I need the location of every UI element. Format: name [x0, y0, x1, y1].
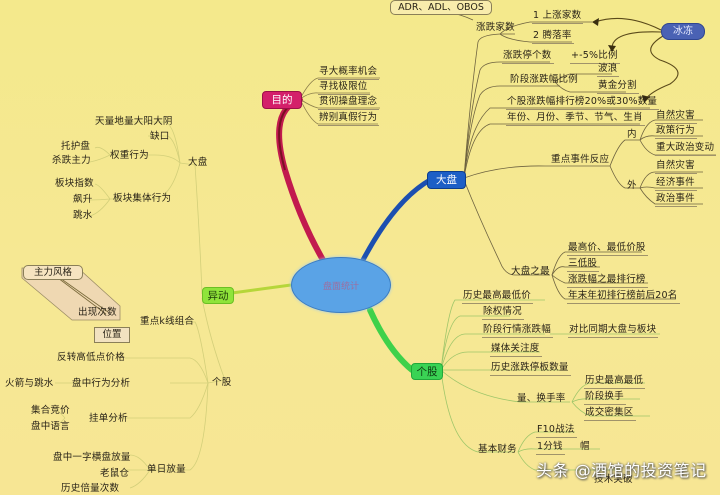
- dapan-item[interactable]: 1 上涨家数: [532, 10, 584, 24]
- gegu-item[interactable]: 历史最高最低价: [462, 290, 533, 304]
- gegu-item[interactable]: 媒体关注度: [490, 343, 542, 357]
- dapan-item[interactable]: 最高价、最低价股: [567, 242, 648, 256]
- dapan-item[interactable]: 年末年初排行榜前后20名: [567, 290, 680, 304]
- gegu-item[interactable]: 阶段行情涨跌幅: [482, 324, 553, 338]
- yidong-item[interactable]: 缺口: [150, 131, 170, 142]
- gegu-item[interactable]: 量、换手率: [517, 393, 566, 404]
- yidong-item[interactable]: 杀跌主力: [52, 155, 91, 166]
- purpose-item[interactable]: 寻找极限位: [318, 81, 370, 95]
- dapan-events[interactable]: 重点事件反应: [551, 154, 610, 165]
- yidong-gegu[interactable]: 个股: [212, 377, 232, 388]
- purpose-item[interactable]: 辨别真假行为: [318, 112, 380, 126]
- yidong-item[interactable]: 托护盘: [61, 141, 91, 152]
- dapan-zhizui[interactable]: 大盘之最: [511, 266, 550, 277]
- yidong-item[interactable]: 集合竞价: [31, 405, 70, 416]
- central-topic[interactable]: 盘面统计: [291, 257, 391, 313]
- gegu-item[interactable]: 1分钱: [536, 441, 565, 455]
- purpose-item[interactable]: 贯彻操盘理念: [318, 96, 380, 110]
- yidong-item[interactable]: 权重行为: [110, 150, 149, 161]
- branch-gegu[interactable]: 个股: [411, 363, 443, 380]
- yidong-item[interactable]: 盘中一字横盘放量: [53, 452, 131, 463]
- watermark: 头条 @酒馆的投资笔记: [536, 461, 707, 480]
- yidong-item[interactable]: 板块指数: [55, 178, 94, 189]
- gegu-item[interactable]: 阶段换手: [584, 391, 626, 405]
- gegu-item[interactable]: 基本财务: [478, 444, 517, 455]
- dapan-item[interactable]: +-5%比例: [570, 50, 620, 64]
- dapan-zhangdie-jiashu[interactable]: 涨跌家数: [476, 22, 515, 33]
- purpose-item[interactable]: 寻大概率机会: [318, 66, 380, 80]
- gegu-item[interactable]: 历史涨跌停板数量: [490, 362, 571, 376]
- dapan-item[interactable]: 自然灾害: [655, 160, 697, 174]
- yidong-item[interactable]: 飙升: [73, 194, 93, 205]
- adr-adl-obos-box[interactable]: ADR、ADL、OBOS: [390, 0, 492, 15]
- bingdong-callout[interactable]: 冰冻: [661, 23, 705, 40]
- central-topic-label: 盘面统计: [322, 281, 359, 292]
- yidong-item[interactable]: 盘中语言: [31, 421, 70, 432]
- yidong-item[interactable]: 出现次数: [78, 307, 117, 318]
- yidong-item[interactable]: 挂单分析: [89, 413, 128, 424]
- dapan-item[interactable]: 政策行为: [655, 125, 697, 139]
- branch-yidong[interactable]: 异动: [202, 287, 234, 304]
- yidong-item[interactable]: 火箭与跳水: [5, 378, 54, 389]
- yidong-item[interactable]: 历史倍量次数: [61, 483, 120, 494]
- dapan-item[interactable]: 三低股: [567, 258, 600, 272]
- bingdong-label: 冰冻: [673, 25, 693, 37]
- dapan-item[interactable]: 黄金分割: [597, 80, 639, 94]
- dapan-item[interactable]: 经济事件: [655, 177, 697, 191]
- gegu-item[interactable]: 帽: [580, 441, 590, 452]
- dapan-item[interactable]: 重大政治变动: [655, 142, 717, 156]
- dapan-item[interactable]: 自然灾害: [655, 110, 697, 124]
- yidong-item[interactable]: 反转高低点价格: [57, 352, 125, 363]
- yidong-item[interactable]: 老鼠仓: [100, 468, 130, 479]
- dapan-item[interactable]: 涨跌幅之最排行榜: [567, 274, 648, 288]
- dapan-item[interactable]: 2 腾落率: [532, 30, 574, 44]
- yidong-item[interactable]: 天量地量大阳大阴: [95, 116, 173, 127]
- yidong-item[interactable]: 重点k线组合: [140, 316, 195, 327]
- yidong-item[interactable]: 跳水: [73, 210, 93, 221]
- zhuli-style-box[interactable]: 主力风格: [23, 265, 83, 280]
- dapan-jieduan[interactable]: 阶段涨跌幅比例: [510, 74, 578, 85]
- branch-dapan[interactable]: 大盘: [427, 171, 466, 189]
- branch-dapan-label: 大盘: [436, 174, 457, 186]
- gegu-item[interactable]: 对比同期大盘与板块: [568, 324, 659, 338]
- dapan-nianfen[interactable]: 年份、月份、季节、节气、生肖: [506, 112, 645, 126]
- position-box[interactable]: 位置: [94, 327, 130, 343]
- dapan-paihang[interactable]: 个股涨跌幅排行榜20%或30%数量: [506, 96, 660, 110]
- dapan-item[interactable]: 波浪: [597, 63, 620, 77]
- dapan-zhangdieting[interactable]: 涨跌停个数: [502, 50, 554, 64]
- gegu-item[interactable]: 成交密集区: [584, 407, 636, 421]
- branch-yidong-label: 异动: [207, 289, 229, 302]
- events-inner[interactable]: 内: [627, 129, 637, 140]
- dapan-item[interactable]: 政治事件: [655, 193, 697, 207]
- yidong-item[interactable]: 单日放量: [147, 464, 186, 475]
- branch-gegu-label: 个股: [416, 365, 438, 378]
- gegu-item[interactable]: F10战法: [536, 424, 577, 438]
- events-outer[interactable]: 外: [627, 180, 637, 191]
- branch-purpose[interactable]: 目的: [262, 91, 302, 109]
- yidong-item[interactable]: 板块集体行为: [113, 193, 172, 204]
- yidong-item[interactable]: 盘中行为分析: [72, 378, 131, 389]
- gegu-item[interactable]: 技术突破: [594, 474, 633, 485]
- callout-bundle: [21, 267, 121, 321]
- branch-purpose-label: 目的: [271, 94, 293, 106]
- gegu-item[interactable]: 历史最高最低: [584, 375, 646, 389]
- yidong-dapan[interactable]: 大盘: [188, 157, 208, 168]
- gegu-item[interactable]: 除权情况: [482, 306, 524, 320]
